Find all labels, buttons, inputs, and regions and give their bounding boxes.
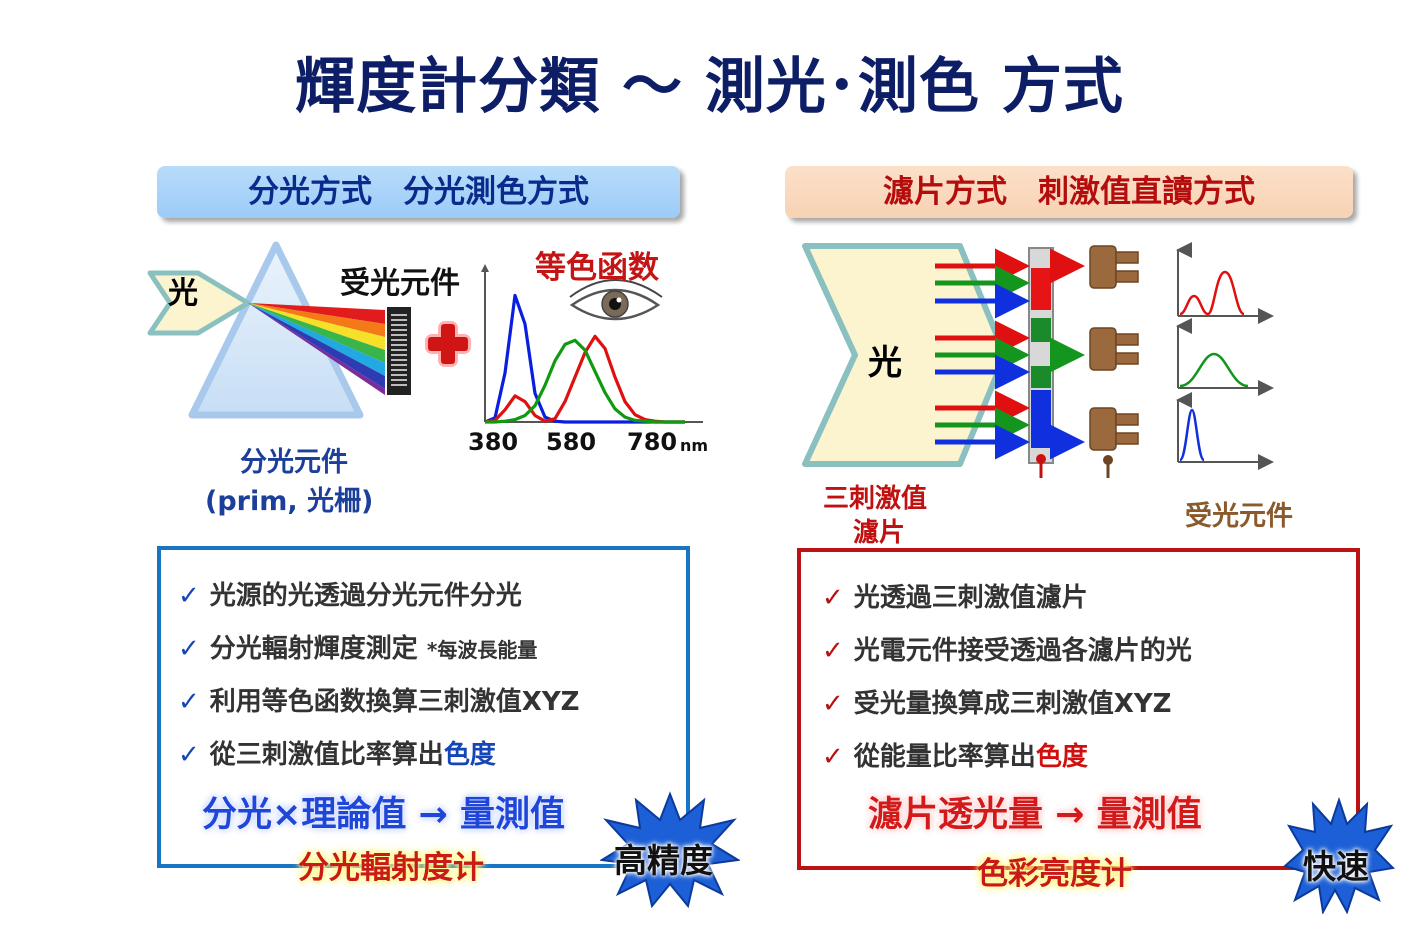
check-icon: ✓ [822,742,844,772]
left-device-name: 分光輻射度计 [298,850,484,886]
cmf-chart [481,264,703,424]
left-section-header: 分光方式 分光測色方式 [157,166,680,218]
left-summary-box [157,546,690,868]
list-item: ✓從能量比率算出色度 [822,742,1088,772]
check-icon: ✓ [822,583,844,613]
eye-icon [569,279,663,321]
check-icon: ✓ [178,634,200,664]
list-item: ✓分光輻射輝度測定 *每波長能量 [178,634,538,664]
plus-icon [425,321,471,367]
sensor-icons [1089,245,1139,451]
axis-tick-380: 380 [468,428,519,456]
left-receiver-label: 受光元件 [340,266,460,301]
right-formula: 濾片透光量 → 量測值 [868,795,1202,835]
right-device-name: 色彩亮度计 [977,856,1132,892]
sensor-leader-line [1106,460,1110,478]
axis-tick-780: 780 [627,428,678,456]
list-item: ✓光源的光透過分光元件分光 [178,581,522,611]
left-badge-text: 高精度 [614,841,713,880]
filter-label-1: 三刺激值 [823,484,928,514]
axis-tick-580: 580 [546,428,597,456]
right-badge-text: 快速 [1303,847,1369,886]
mini-curve-red [1179,270,1245,316]
filter-diagram [802,242,1274,478]
list-item: ✓從三刺激值比率算出色度 [178,740,496,770]
right-receiver-label: 受光元件 [1185,501,1293,532]
filter-leader-line [1039,459,1043,478]
right-light-label: 光 [868,343,902,383]
precision-badge [600,791,740,908]
check-icon: ✓ [822,689,844,719]
right-section-header: 濾片方式 刺激值直讀方式 [785,166,1353,218]
cmf-series-2 [485,338,685,424]
speed-badge [1283,796,1395,914]
rainbow-beam [248,303,385,395]
page-title: 輝度計分類 ～ 測光･測色 方式 [295,52,1124,122]
list-item: ✓受光量換算成三刺激值XYZ [822,689,1172,719]
check-icon: ✓ [178,581,200,611]
left-formula: 分光×理論值 → 量測值 [202,795,566,835]
list-item: ✓光透過三刺激值濾片 [822,583,1088,613]
light-arrow [147,270,251,336]
mini-curve-blue [1178,408,1206,462]
list-item: ✓光電元件接受透過各濾片的光 [822,636,1192,666]
element-label: 分光元件 [240,447,348,478]
spectral-diagram [147,241,703,424]
point-note: *每波長能量 [426,638,538,662]
chart-y-arrow [481,264,489,272]
highlight-text: 色度 [443,740,496,770]
cmf-series-0 [484,293,685,424]
highlight-text: 色度 [1035,742,1088,772]
filter-label-2: 濾片 [853,518,906,548]
right-summary-box [797,548,1360,870]
right-points-list: ✓光透過三刺激值濾片 ✓光電元件接受透過各濾片的光 ✓受光量換算成三刺激值XYZ… [822,577,1192,789]
axis-unit: nm [680,436,709,455]
left-light-label: 光 [168,276,198,311]
element-sub-label: (prim, 光柵) [205,486,374,517]
mini-curve-green [1179,352,1249,388]
check-icon: ✓ [178,740,200,770]
check-icon: ✓ [178,687,200,717]
left-points-list: ✓光源的光透過分光元件分光 ✓分光輻射輝度測定 *每波長能量 ✓利用等色函数換算… [178,575,580,787]
cmf-label: 等色函数 [535,250,659,286]
list-item: ✓利用等色函数換算三刺激值XYZ [178,687,580,717]
check-icon: ✓ [822,636,844,666]
